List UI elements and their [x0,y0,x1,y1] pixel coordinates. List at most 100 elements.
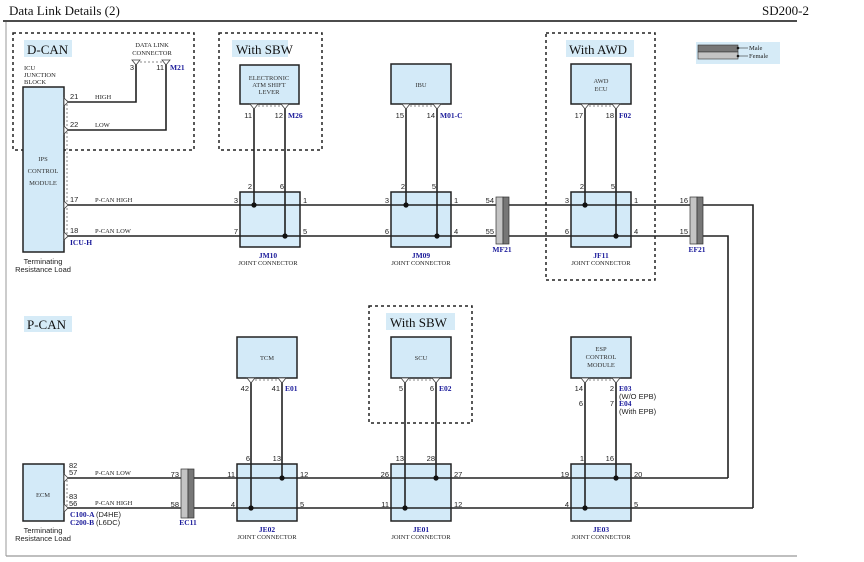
pcan-label: P-CAN [27,317,67,332]
svg-text:ESP: ESP [595,346,607,353]
svg-text:3: 3 [565,196,569,205]
sbw-bottom-group [368,305,473,424]
svg-text:11: 11 [156,63,164,72]
svg-text:15: 15 [680,227,688,236]
ecm: ECM 82 57 83 56 C100-A (D4HE) C200-B (L6… [15,461,121,543]
svg-text:58: 58 [171,500,179,509]
dcan-group [12,32,195,151]
svg-text:JOINT CONNECTOR: JOINT CONNECTOR [237,534,297,541]
svg-text:JM09: JM09 [412,251,431,260]
svg-text:JE03: JE03 [593,525,610,534]
inline-connector-mf21: 54 55 MF21 [486,196,512,254]
diagram-code: SD200-2 [762,3,809,18]
svg-text:(L6DC): (L6DC) [96,518,121,527]
svg-text:EC11: EC11 [179,518,197,527]
svg-text:JUNCTION: JUNCTION [24,72,56,79]
svg-text:ECM: ECM [36,492,50,499]
svg-text:12: 12 [275,111,283,120]
svg-text:19: 19 [561,470,569,479]
svg-text:57: 57 [69,468,77,477]
svg-text:6: 6 [385,227,389,236]
svg-text:IBU: IBU [415,82,427,89]
svg-text:17: 17 [575,111,583,120]
joint-connector-jm09: 2 5 3 1 6 4 JM09 JOINT CONNECTOR [385,182,458,267]
svg-text:5: 5 [611,182,615,191]
svg-text:4: 4 [231,500,235,509]
awd-ecu: AWD ECU 17 18 F02 [570,63,632,120]
svg-text:E03: E03 [619,384,632,393]
tcm: TCM 42 41 E01 [236,336,298,393]
wire-label-pcan-low: P-CAN LOW [95,228,132,235]
svg-text:6: 6 [565,227,569,236]
svg-text:7: 7 [234,227,238,236]
svg-text:JE01: JE01 [413,525,430,534]
svg-text:18: 18 [70,226,78,235]
svg-text:Terminating: Terminating [24,526,63,535]
page-title: Data Link Details (2) [9,3,120,18]
svg-text:Resistance Load: Resistance Load [15,534,71,543]
svg-text:83: 83 [69,492,77,501]
inline-connector-ec11: 73 58 EC11 [171,468,197,527]
sbw-top-label: With SBW [236,42,294,57]
svg-text:2: 2 [248,182,252,191]
svg-text:TCM: TCM [260,355,274,362]
svg-text:4: 4 [565,500,569,509]
svg-text:14: 14 [427,111,435,120]
svg-text:CONNECTOR: CONNECTOR [132,50,172,57]
svg-text:EF21: EF21 [688,245,705,254]
data-link-connector: DATA LINK CONNECTOR 3 11 M21 [130,42,185,72]
svg-text:M01-C: M01-C [440,111,463,120]
svg-text:56: 56 [69,499,77,508]
svg-text:73: 73 [171,470,179,479]
svg-text:5: 5 [399,384,403,393]
svg-text:18: 18 [606,111,614,120]
svg-text:(D4HE): (D4HE) [96,510,122,519]
svg-text:ICU-H: ICU-H [70,238,92,247]
svg-text:JOINT CONNECTOR: JOINT CONNECTOR [571,260,631,267]
svg-text:JE02: JE02 [259,525,276,534]
svg-text:11: 11 [381,500,389,509]
svg-text:IPS: IPS [38,156,48,163]
svg-text:C200-B: C200-B [70,518,94,527]
svg-text:4: 4 [634,227,638,236]
svg-text:CONTROL: CONTROL [586,354,617,361]
svg-text:2: 2 [610,384,614,393]
svg-text:JOINT CONNECTOR: JOINT CONNECTOR [391,260,451,267]
svg-text:2: 2 [580,182,584,191]
inline-connector-ef21: 16 15 EF21 [680,196,706,254]
svg-text:JM10: JM10 [259,251,278,260]
joint-connector-je03: 1 16 19 20 4 5 JE03 JOINT CONNECTOR [561,454,643,541]
svg-text:JOINT CONNECTOR: JOINT CONNECTOR [238,260,298,267]
awd-label: With AWD [569,42,627,57]
dlc-ref: M21 [170,63,185,72]
svg-text:E04: E04 [619,399,632,408]
svg-text:1: 1 [580,454,584,463]
svg-text:6: 6 [430,384,434,393]
svg-text:3: 3 [130,63,134,72]
svg-text:7: 7 [610,399,614,408]
svg-text:(With EPB): (With EPB) [619,407,657,416]
female-swatch [697,51,739,60]
svg-text:55: 55 [486,227,494,236]
svg-text:DATA LINK: DATA LINK [135,42,169,49]
male-swatch [697,44,739,53]
svg-text:16: 16 [680,196,688,205]
joint-connector-jf11: 2 5 3 1 6 4 JF11 JOINT CONNECTOR [565,182,638,267]
sbw-bottom-label: With SBW [390,315,448,330]
svg-text:BLOCK: BLOCK [24,79,46,86]
svg-text:82: 82 [69,461,77,470]
wire-label-low: LOW [95,122,111,129]
wire-label-high: HIGH [95,94,112,101]
svg-text:3: 3 [385,196,389,205]
svg-text:F02: F02 [619,111,631,120]
svg-text:ELECTRONIC: ELECTRONIC [249,75,289,82]
svg-text:3: 3 [234,196,238,205]
svg-text:6: 6 [280,182,284,191]
svg-text:11: 11 [227,470,235,479]
svg-text:5: 5 [432,182,436,191]
dcan-label: D-CAN [27,42,69,57]
wire-label-pcan-low-bottom: P-CAN LOW [95,470,132,477]
svg-text:15: 15 [396,111,404,120]
svg-text:22: 22 [70,120,78,129]
svg-text:16: 16 [606,454,614,463]
